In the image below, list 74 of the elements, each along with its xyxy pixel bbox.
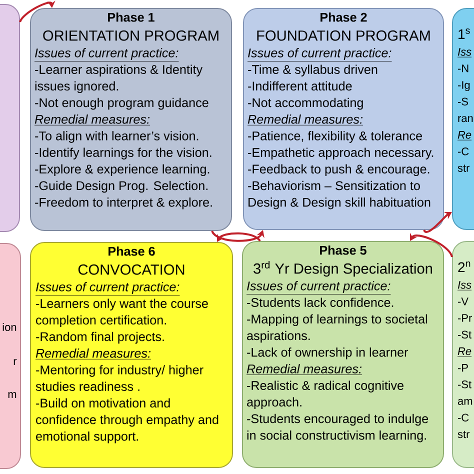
section-heading: Remedial measures: [246,364,362,375]
curved-arrow [217,232,261,242]
bullet-text: -C [458,148,469,156]
curved-arrow [423,212,452,233]
bullet-text: -St [458,380,472,388]
bullet-text: -Identify learnings for the vision. [35,148,212,160]
bullet-text: -N [458,64,468,72]
bullet-text: -Lack of ownership in learner [247,348,408,360]
bullet-text: -P [458,364,468,372]
bullet-text: ran [458,116,473,122]
bullet-text: -Indifferent attitude [248,81,352,91]
phase-box [0,4,20,232]
bullet-text: -Mentoring for industry/ higher studies readiness . [36,365,204,391]
bullet-text: str [458,164,470,172]
phase-box [0,243,21,469]
section-heading: Re [457,131,472,140]
phase-box [452,241,474,468]
curved-arrow [211,230,264,242]
bullet-text: -Realistic & radical cognitive approach. [247,380,404,410]
bullet-text: -Time & syllabus driven [248,64,378,76]
bullet-text: -Feedback to push & encourage. [248,164,430,176]
phase-title: ORIENTATION PROGRAM [43,30,218,41]
bullet-text: -Explore & experience learning. [35,164,210,176]
bullet-text: -Students encouraged to indulge in social constructivism learning. [247,414,428,442]
section-heading: Remedial measures: [35,348,152,360]
phase-title: 2$^{n}$ [458,262,470,272]
bullet-text: -Guide Design Prog. Selection. [35,180,208,193]
bullet-text: -V [458,298,468,306]
bullet-text: -Pr [458,314,472,322]
phase-label: Phase 6 [108,246,155,256]
bullet-text: ion [2,322,16,332]
bullet-text: -Students lack confidence. [247,298,394,307]
phase-box [452,8,474,230]
bullet-text: -St [458,330,472,338]
bullet-text: -Mapping of learnings to societal aspirations. [247,314,428,343]
phase-title: 1$^{s}$ [458,28,470,39]
bullet-text: m [8,392,16,398]
curved-arrow [19,0,56,22]
bullet-text: -S [458,98,468,106]
section-heading: Issues of current practice: [247,48,392,62]
phase-box [30,242,233,468]
phase-label: Phase 2 [320,12,367,22]
bullet-text: -Not enough program guidance [35,98,208,110]
phase-title: CONVOCATION [78,264,184,275]
bullet-text: -Empathetic approach necessary. [248,148,434,160]
section-heading: Issues of current practice: [35,282,180,296]
phase-box [30,8,232,231]
bullet-text: r [14,359,17,365]
bullet-text: -Behaviorism – Sensitization to Design & Design skill habituation [248,180,430,210]
bullet-text: -Build on motivation and confidence through empathy and emotional support. [36,398,218,444]
phase-title: 3$^{rd}$ Yr Design Specialization [254,261,432,277]
bullet-text: -To align with learner’s vision. [35,131,198,143]
section-heading: Issues of current practice: [246,281,391,294]
phase-title: FOUNDATION PROGRAM [257,30,430,41]
bullet-text: -Not accommodating [248,98,363,110]
bullet-text: -Freedom to interpret & explore. [35,198,212,210]
bullet-text: -Random final projects. [36,332,164,344]
section-heading: Re [457,347,472,357]
phase-label: Phase 5 [320,246,366,255]
bullet-text: -Learners only want the course completion certification. [36,298,208,328]
bullet-text: str [458,430,470,438]
section-heading: Issues of current practice: [34,48,179,62]
bullet-text: -Learner aspirations & Identity issues ignored. [35,64,203,94]
bullet-text: am [458,398,472,405]
section-heading: Iss [457,48,472,58]
bullet-text: -Ig [458,81,470,92]
phase-label: Phase 1 [108,12,154,22]
phase-box [243,8,444,230]
bullet-text: -C [458,414,469,422]
section-heading: Iss [457,281,472,290]
phase-box [242,241,444,468]
section-heading: Remedial measures: [247,114,364,126]
bullet-text: -Patience, flexibility & tolerance [248,131,422,143]
section-heading: Remedial measures: [34,114,150,126]
